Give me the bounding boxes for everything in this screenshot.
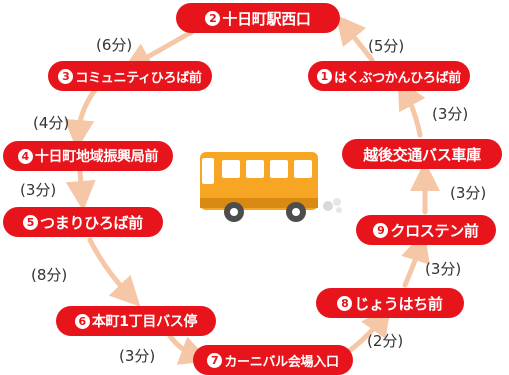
route-arrow-2-3 <box>121 27 198 72</box>
time-1-2: (5分) <box>368 37 405 55</box>
stop-name: はくぶつかんひろば前 <box>334 70 462 86</box>
stop-9: 9 クロステン前 <box>356 215 496 245</box>
stop-name: じょうはち前 <box>354 294 443 313</box>
stop-3: 3 コミュニティひろば前 <box>48 61 212 91</box>
stop-number: 9 <box>373 222 389 238</box>
route-arrow-6-7 <box>167 333 211 365</box>
time-6-7: (3分) <box>119 347 156 365</box>
stop-8: 8 じょうはち前 <box>316 288 464 318</box>
stop-name: つまりひろば前 <box>40 213 143 232</box>
route-arrow-3-4 <box>64 87 98 150</box>
stop-number: 7 <box>207 352 223 368</box>
stop-5: 5 つまりひろば前 <box>3 207 163 237</box>
time-2-3: (6分) <box>96 36 133 54</box>
route-arrow-garage-1 <box>397 78 426 138</box>
time-garage-1: (3分) <box>432 105 469 123</box>
stop-number: 5 <box>23 214 39 230</box>
stop-6: 6 本町1丁目バス停 <box>56 306 216 336</box>
time-4-5: (3分) <box>20 181 57 199</box>
stop-number: 1 <box>317 68 332 84</box>
stop-number: 8 <box>337 295 353 311</box>
time-5-6: (8分) <box>31 266 68 284</box>
time-9-garage: (3分) <box>450 184 487 202</box>
stop-number: 6 <box>74 313 90 329</box>
route-arrow-8-9 <box>401 231 430 288</box>
route-arrow-7-8 <box>345 305 391 355</box>
time-8-9: (3分) <box>425 260 462 278</box>
stop-name: 越後交通バス車庫 <box>363 145 481 164</box>
stop-2: 2 十日町駅西口 <box>176 3 340 33</box>
stop-name: 十日町駅西口 <box>222 9 311 28</box>
stop-number: 3 <box>58 68 74 84</box>
stop-number: 4 <box>17 148 33 164</box>
stop-number: 2 <box>205 10 221 26</box>
stop-name: カーニバル会場入口 <box>224 354 339 370</box>
stop-name: クロステン前 <box>390 221 479 240</box>
stop-name: 本町1丁目バス停 <box>91 314 198 330</box>
route-arrow-4-5 <box>65 169 96 211</box>
stop-4: 4 十日町地域振興局前 <box>3 141 173 171</box>
bus-icon <box>200 152 342 222</box>
stop-1: 1 はくぶつかんひろば前 <box>308 61 470 91</box>
time-7-8: (2分) <box>367 332 404 350</box>
route-arrow-1-2 <box>335 14 375 63</box>
stop-garage: 越後交通バス車庫 <box>342 139 502 169</box>
stop-name: コミュニティひろば前 <box>75 70 202 86</box>
time-3-4: (4分) <box>33 114 70 132</box>
stop-name: 十日町地域振興局前 <box>34 149 159 165</box>
route-arrow-5-6 <box>87 237 141 307</box>
stop-7: 7 カーニバル会場入口 <box>193 345 353 375</box>
